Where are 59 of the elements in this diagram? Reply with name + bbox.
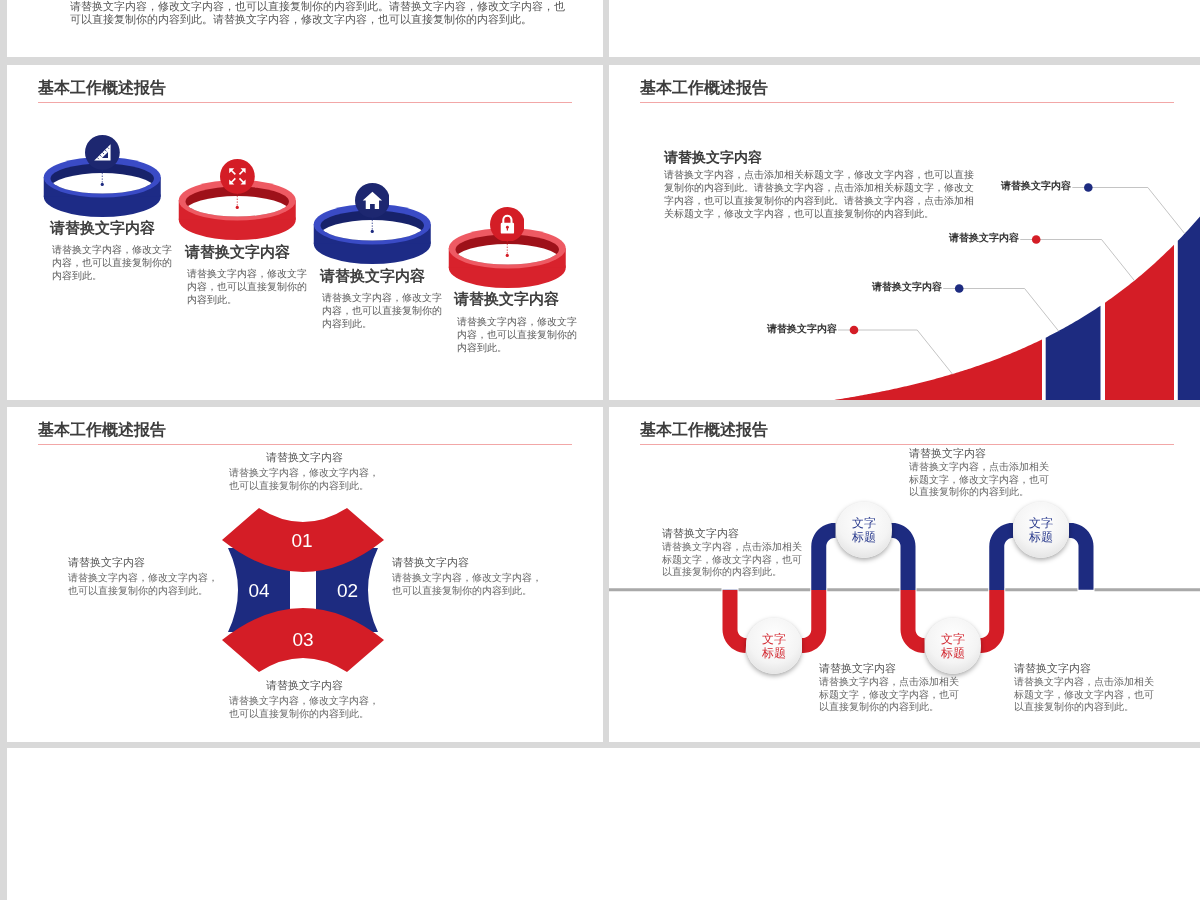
item-title: 请替换文字内容 [184,242,290,261]
item-text: 请替换文字内容，点击添加相关标题文字，修改文字内容，也可以直接复制你的内容到此。 [819,676,961,714]
slide-title: 基本工作概述报告 [38,419,166,439]
paragraph: 请替换文字内容，修改文字内容，也可以直接复制你的内容到此。请替换文字内容，修改文字内容，也可以直接复制你的内容到此。请替换文字内容，修改文字内容，也可以直接复制你的内容到此。 [70,0,566,26]
step-number: 02 [336,580,359,601]
item-title: 请替换文字内容 [819,662,897,675]
item-text: 请替换文字内容，点击添加相关标题文字，修改文字内容，也可以直接复制你的内容到此。 [1013,676,1155,714]
point-label: 请替换文字内容 [949,231,1020,245]
item-title: 请替换文字内容 [319,266,425,285]
pipe-connector [891,522,925,653]
title-circle: 文字标题 [746,617,802,674]
item-text: 请替换文字内容，点击添加相关标题文字，修改文字内容，也可以直接复制你的内容到此。 [908,461,1050,499]
item-text: 请替换文字内容，修改文字内容，也可以直接复制你的内容到此。 [229,466,380,492]
slide [7,65,603,400]
slide [609,0,1200,57]
title-circle: 文字标题 [1013,502,1069,559]
title-circle: 文字标题 [835,502,892,559]
chart-bar [1045,305,1101,400]
item-text: 请替换文字内容，修改文字内容，也可以直接复制你的内容到此。 [456,314,578,354]
item-title: 请替换文字内容 [1013,662,1091,675]
step-number: 03 [292,629,314,650]
item-text: 请替换文字内容，修改文字内容，也可以直接复制你的内容到此。 [321,290,443,330]
section-title: 请替换文字内容 [663,149,762,165]
slide [609,407,1200,742]
item-text: 请替换文字内容，修改文字内容，也可以直接复制你的内容到此。 [52,243,173,283]
point-label: 请替换文字内容 [1001,179,1072,193]
pipe-connector [1069,522,1094,590]
slide-title: 基本工作概述报告 [38,77,166,97]
slide [7,748,1200,900]
item-text: 请替换文字内容，修改文字内容，也可以直接复制你的内容到此。 [229,694,380,720]
step-number: 04 [248,580,270,601]
paragraph: 请替换文字内容，点击添加相关标题文字，修改文字内容，也可以直接复制你的内容到此。请替换文字内容，点击添加相关标题文字，修改文字内容，也可以直接复制你的内容到此。请替换文字内容，点击添加相关标题文字，修改文字内容，也可以直接复制你的内容到此。 [663,168,975,220]
slide-title: 基本工作概述报告 [640,419,768,439]
chart-bar [834,339,1042,400]
item-title: 请替换文字内容 [392,556,469,569]
slide [7,407,603,742]
slide-title: 基本工作概述报告 [640,77,768,97]
chart-bar [1177,216,1200,400]
slide [7,0,603,57]
title-circle: 文字标题 [924,617,981,674]
item-title: 请替换文字内容 [662,527,739,540]
item-title: 请替换文字内容 [265,451,343,464]
pipe-connector [980,522,1014,653]
step-number: 01 [291,531,313,551]
item-text: 请替换文字内容，修改文字内容，也可以直接复制你的内容到此。 [68,571,219,597]
point-label: 请替换文字内容 [767,321,837,336]
item-title: 请替换文字内容 [49,219,155,237]
pipe-connector [722,589,747,653]
item-title: 请替换文字内容 [454,290,560,309]
item-text: 请替换文字内容，修改文字内容，也可以直接复制你的内容到此。 [186,267,308,307]
point-label: 请替换文字内容 [872,280,943,294]
item-title: 请替换文字内容 [265,679,343,692]
pipe-connector [802,522,836,653]
slide [609,65,1200,400]
item-title: 请替换文字内容 [908,447,986,460]
chart-bar [1105,244,1174,400]
item-text: 请替换文字内容，修改文字内容，也可以直接复制你的内容到此。 [392,571,543,597]
item-text: 请替换文字内容，点击添加相关标题文字，修改文字内容，也可以直接复制你的内容到此。 [662,541,803,579]
item-title: 请替换文字内容 [68,556,145,569]
